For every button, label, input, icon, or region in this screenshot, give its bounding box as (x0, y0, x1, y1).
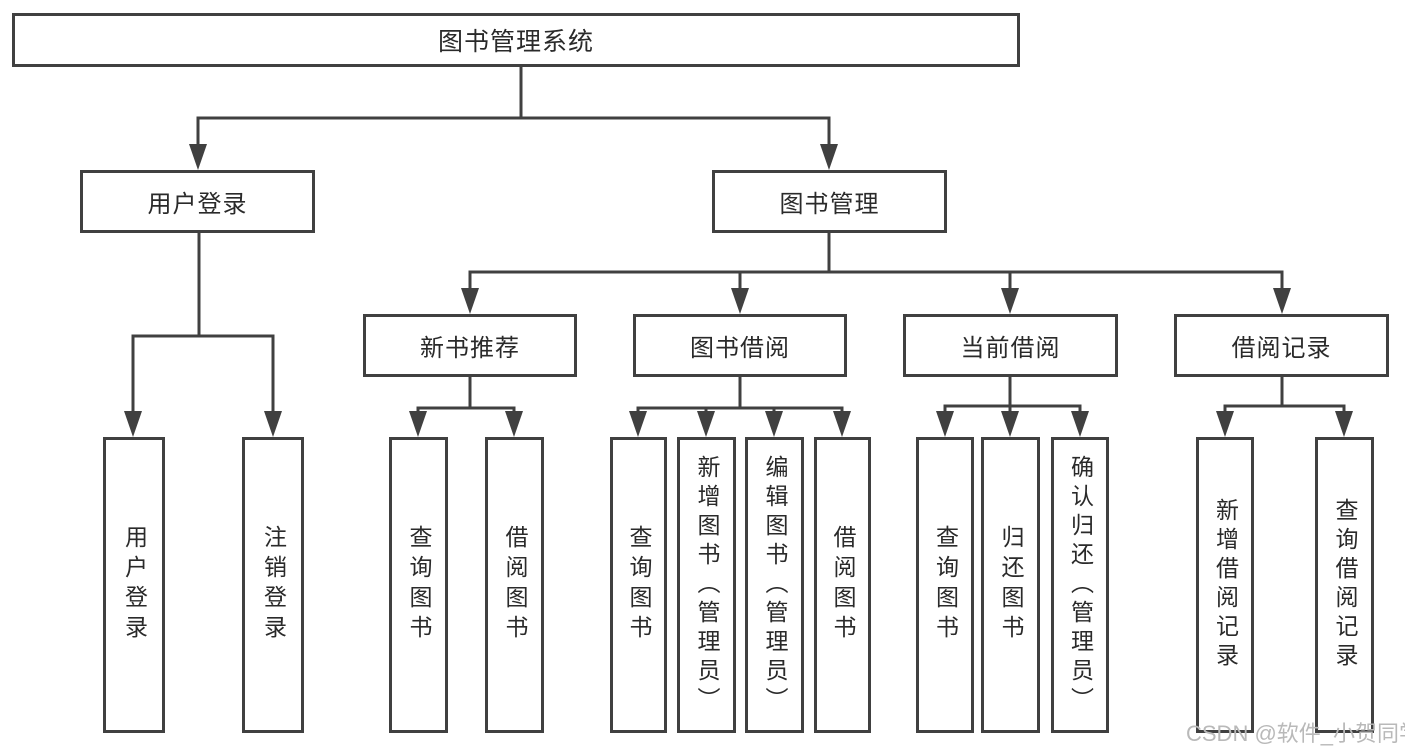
arrowhead-newbook-query (409, 411, 427, 437)
leaf-newbook-borrow-book: 借阅图书 (485, 437, 544, 733)
arrowhead-new-book-recommend (461, 288, 479, 314)
arrowhead-book-borrow (731, 288, 749, 314)
leaf-current-return-book: 归还图书 (981, 437, 1040, 733)
node-new-book-recommend: 新书推荐 (363, 314, 577, 377)
arrowhead-leaf-logout (264, 411, 282, 437)
arrowhead-book-management (820, 144, 838, 170)
csdn-watermark: CSDN @软件_小贺同学 (1186, 721, 1405, 746)
arrowhead-record-query (1335, 411, 1353, 437)
node-borrow-record: 借阅记录 (1174, 314, 1389, 377)
leaf-newbook-query-book: 查询图书 (389, 437, 448, 733)
connector-new-book-rail (416, 406, 516, 413)
arrowhead-current-query (936, 411, 954, 437)
leaf-record-add-record: 新增借阅记录 (1196, 437, 1254, 733)
connector-book-borrow-rail (636, 406, 844, 413)
leaf-borrow-query-book: 查询图书 (610, 437, 667, 733)
leaf-borrow-edit-book-admin: 编辑图书（管理员） (745, 437, 804, 733)
connector-user-login-rail (131, 334, 275, 413)
connector-borrow-record-rail (1223, 404, 1346, 413)
node-book-management: 图书管理 (712, 170, 947, 233)
arrowhead-newbook-borrow (505, 411, 523, 437)
leaf-logout: 注销登录 (242, 437, 304, 733)
node-current-borrow: 当前借阅 (903, 314, 1118, 377)
arrowhead-borrow-record (1273, 288, 1291, 314)
connector-level3-rail (468, 270, 1284, 291)
leaf-borrow-borrow-book: 借阅图书 (814, 437, 871, 733)
arrowhead-borrow-add (697, 411, 715, 437)
leaf-current-query-book: 查询图书 (916, 437, 974, 733)
node-root: 图书管理系统 (12, 13, 1020, 67)
arrowhead-current-borrow (1001, 288, 1019, 314)
node-book-borrow: 图书借阅 (633, 314, 847, 377)
arrowhead-borrow-borrow (833, 411, 851, 437)
arrowhead-user-login (189, 144, 207, 170)
connector-current-borrow-rail (943, 404, 1082, 413)
leaf-user-login: 用户登录 (103, 437, 165, 733)
arrowhead-record-add (1216, 411, 1234, 437)
node-user-login: 用户登录 (80, 170, 315, 233)
arrowhead-borrow-query (629, 411, 647, 437)
arrowhead-leaf-login (124, 411, 142, 437)
arrowhead-borrow-edit (765, 411, 783, 437)
arrowhead-current-confirm (1071, 411, 1089, 437)
leaf-record-query-record: 查询借阅记录 (1315, 437, 1374, 733)
arrowhead-current-return (1001, 411, 1019, 437)
connector-level2-rail (196, 116, 831, 147)
leaf-current-confirm-return-admin: 确认归还（管理员） (1051, 437, 1109, 733)
leaf-borrow-add-book-admin: 新增图书（管理员） (677, 437, 736, 733)
